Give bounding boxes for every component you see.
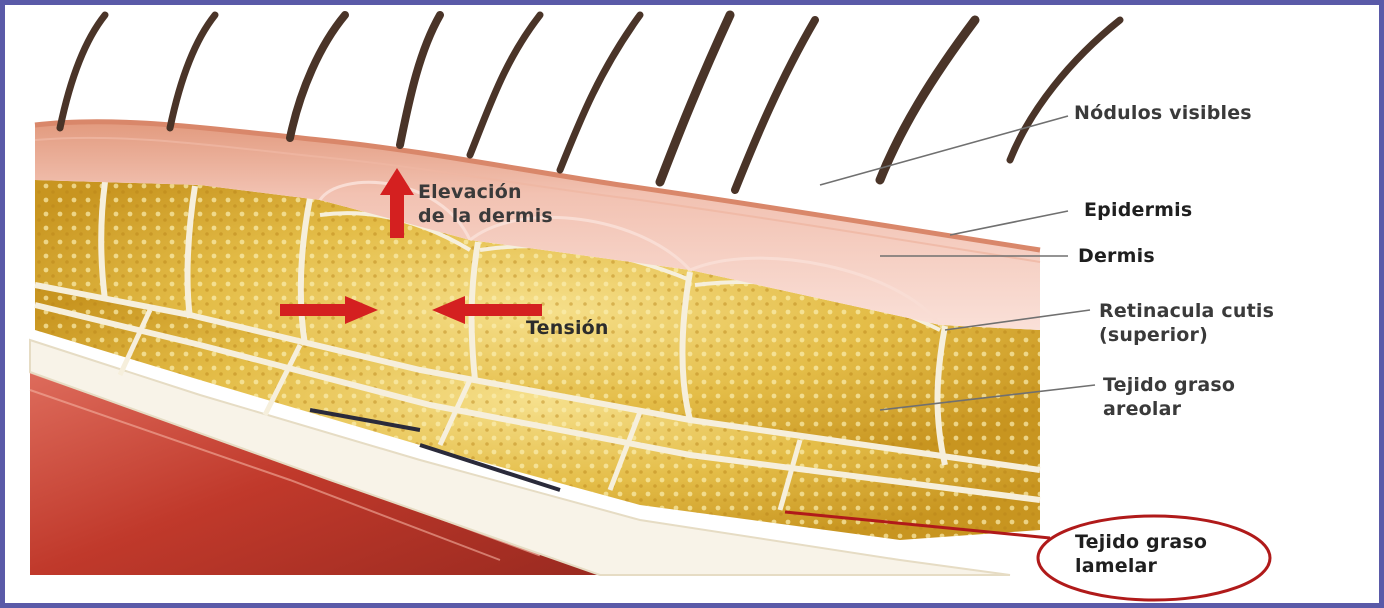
label-tension: Tensión [526,316,609,340]
label-tejido-graso-areolar: Tejido graso areolar [1103,373,1235,421]
label-retinacula-cutis: Retinacula cutis (superior) [1099,299,1274,347]
leader-epidermis [950,211,1068,235]
label-elevacion-dermis: Elevación de la dermis [418,180,553,228]
label-nodulos-visibles: Nódulos visibles [1074,101,1252,125]
leader-nodulos [820,116,1068,185]
label-epidermis: Epidermis [1084,198,1192,222]
label-tejido-graso-lamelar: Tejido graso lamelar [1075,530,1207,578]
label-dermis: Dermis [1078,244,1155,268]
